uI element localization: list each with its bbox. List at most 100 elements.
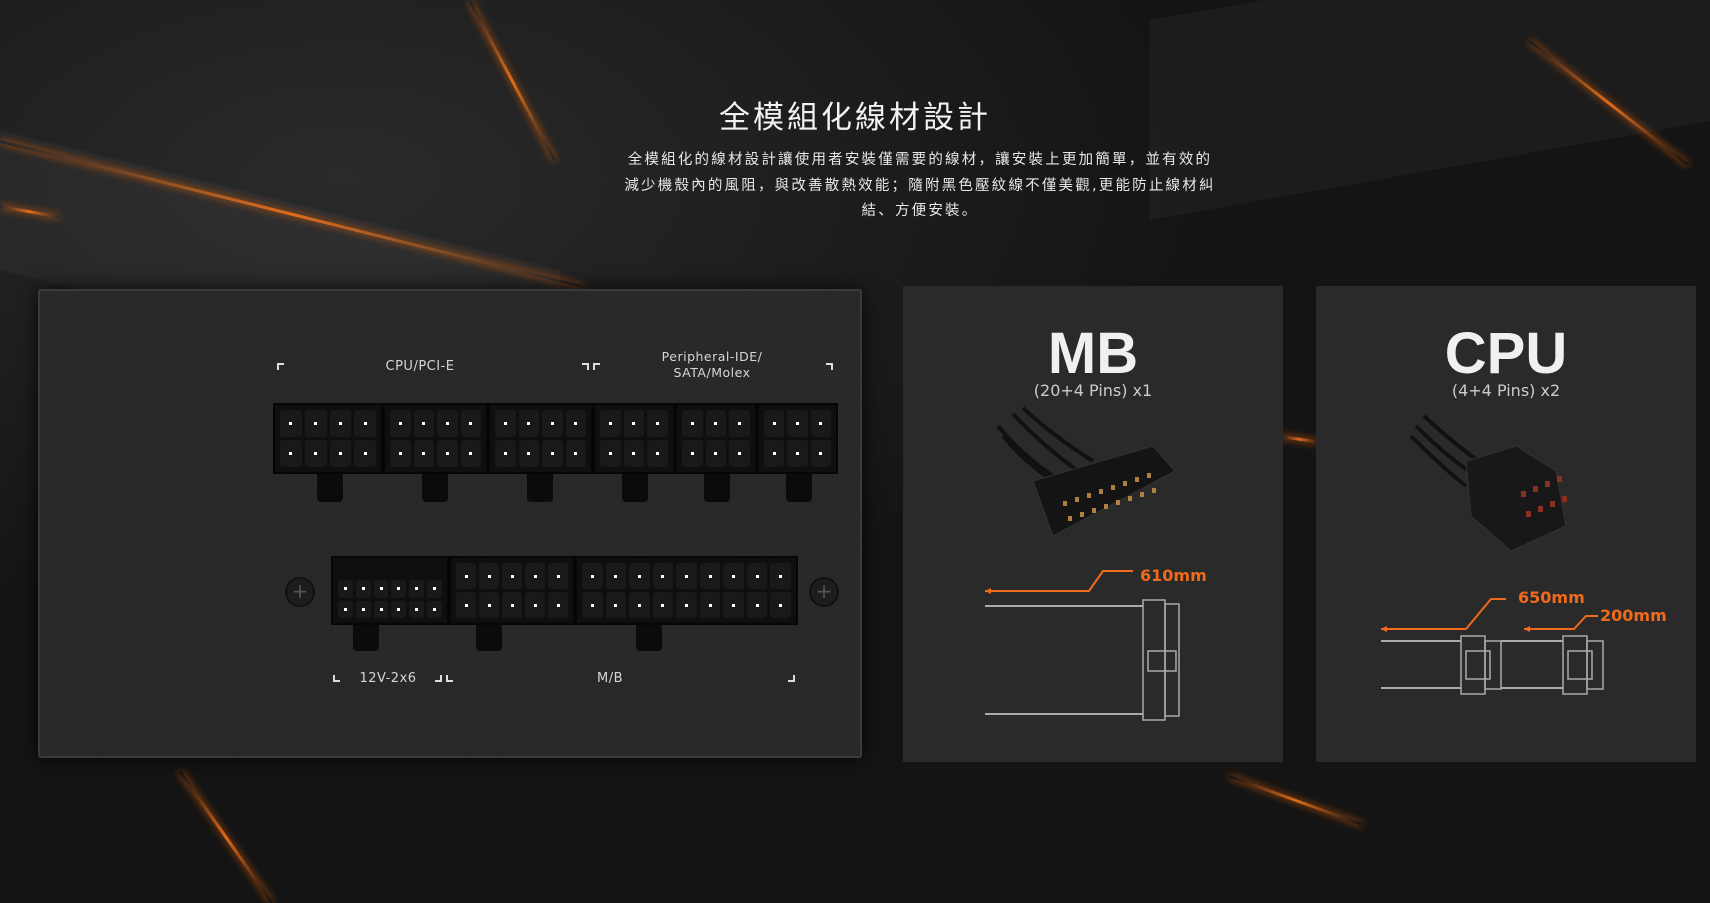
- label-peripheral: Peripheral-IDE/ SATA/Molex: [661, 349, 763, 380]
- mb-cable-diagram: [985, 570, 1180, 721]
- connector-pin: [676, 592, 697, 618]
- connector-pin: [787, 410, 808, 437]
- connector-pin: [623, 410, 645, 437]
- connector-pin: [460, 440, 481, 467]
- cpu-connector-image: [1409, 414, 1567, 552]
- connector-pin: [705, 440, 727, 467]
- cpu-cable-diagram: [1381, 598, 1604, 695]
- label-mb: M/B: [596, 671, 623, 686]
- card-cpu-cable: CPU (4+4 Pins) x2 650mm 200mm: [1316, 286, 1696, 762]
- connector-pin: [810, 440, 831, 467]
- screw-icon: +: [809, 577, 839, 607]
- connector-pin: [329, 440, 352, 467]
- connector-pin: [647, 440, 668, 467]
- connector-latch: [527, 474, 553, 502]
- connector-latch: [636, 625, 662, 651]
- card-title: MB: [1047, 321, 1139, 386]
- bracket: [826, 363, 833, 370]
- psu-modular-panel: CPU/PCI-E Peripheral-IDE/ SATA/Molex + +…: [38, 289, 862, 758]
- connector-pin: [427, 580, 442, 598]
- connector-pin: [280, 410, 302, 437]
- cable-length: 610mm: [1140, 566, 1207, 585]
- connector-pin: [518, 410, 539, 437]
- connector-pin: [565, 410, 586, 437]
- connector-pin: [787, 440, 808, 467]
- connector-pin: [682, 440, 703, 467]
- connector-pin: [605, 592, 627, 618]
- screw-icon: +: [285, 577, 315, 607]
- connector-pin: [699, 563, 721, 589]
- card-subtitle: (4+4 Pins) x2: [1451, 381, 1561, 400]
- connector-latch: [317, 474, 343, 502]
- connector-pin: [723, 563, 744, 589]
- cable-length: 200mm: [1600, 606, 1667, 625]
- connector-pin: [355, 600, 371, 618]
- connector-pin: [280, 440, 302, 467]
- connector-pin: [479, 592, 499, 618]
- connector-mb-10pin: [449, 556, 575, 625]
- connector-pin: [605, 563, 627, 589]
- connector-pin: [746, 592, 768, 618]
- connector-pin: [565, 440, 586, 467]
- card-mb-cable: MB (20+4 Pins) x1 610mm: [903, 286, 1283, 762]
- connector-latch: [422, 474, 448, 502]
- connector-pin: [548, 563, 568, 589]
- connector-pin: [413, 410, 434, 437]
- connector-pin: [810, 410, 831, 437]
- section-description: 全模組化的線材設計讓使用者安裝僅需要的線材，讓安裝上更加簡單，並有效的減少機殼內…: [624, 152, 1216, 219]
- connector-pin: [373, 580, 389, 598]
- connector-pin: [391, 600, 407, 618]
- bracket: [446, 675, 453, 682]
- bracket: [435, 675, 442, 682]
- connector-latch: [622, 474, 648, 502]
- connector-latch: [704, 474, 730, 502]
- connector-pin: [460, 410, 481, 437]
- connector-cpu-pcie-3: [488, 403, 593, 474]
- connector-pin: [764, 440, 785, 467]
- connector-latch: [353, 625, 379, 651]
- connector-cpu-pcie-2: [383, 403, 488, 474]
- connector-pin: [676, 563, 697, 589]
- connector-pin: [427, 600, 442, 618]
- card-subtitle: (20+4 Pins) x1: [1033, 381, 1153, 400]
- connector-pin: [304, 410, 327, 437]
- connector-pin: [629, 592, 650, 618]
- connector-pin: [518, 440, 539, 467]
- connector-pin: [723, 592, 744, 618]
- connector-pin: [413, 440, 434, 467]
- connector-pin: [623, 440, 645, 467]
- connector-pin: [502, 563, 522, 589]
- connector-pin: [390, 440, 411, 467]
- connector-pin: [391, 580, 407, 598]
- connector-pin: [338, 580, 353, 598]
- connector-pin: [437, 440, 458, 467]
- connector-cpu-pcie-1: [273, 403, 383, 474]
- connector-pin: [456, 563, 476, 589]
- connector-pin: [409, 580, 425, 598]
- mb-connector-image: [996, 406, 1176, 537]
- connector-pin: [495, 440, 516, 467]
- connector-pin: [764, 410, 785, 437]
- card-title: CPU: [1444, 321, 1568, 386]
- connector-pin: [355, 580, 371, 598]
- connector-pin: [354, 410, 376, 437]
- connector-peripheral-1: [593, 403, 675, 474]
- connector-pin: [373, 600, 389, 618]
- connector-pin: [338, 600, 353, 618]
- connector-pin: [409, 600, 425, 618]
- label-cpu-pcie: CPU/PCI-E: [385, 359, 455, 374]
- connector-pin: [582, 563, 603, 589]
- connector-pin: [729, 410, 750, 437]
- connector-pin: [746, 563, 768, 589]
- connector-pin: [600, 440, 621, 467]
- connector-pin: [304, 440, 327, 467]
- connector-latch: [476, 625, 502, 651]
- connector-pin: [652, 592, 674, 618]
- bracket: [333, 675, 340, 682]
- connector-pin: [729, 440, 750, 467]
- bracket: [277, 363, 284, 370]
- connector-peripheral-2: [675, 403, 757, 474]
- connector-12v-2x6: [331, 556, 449, 625]
- connector-pin: [582, 592, 603, 618]
- connector-pin: [699, 592, 721, 618]
